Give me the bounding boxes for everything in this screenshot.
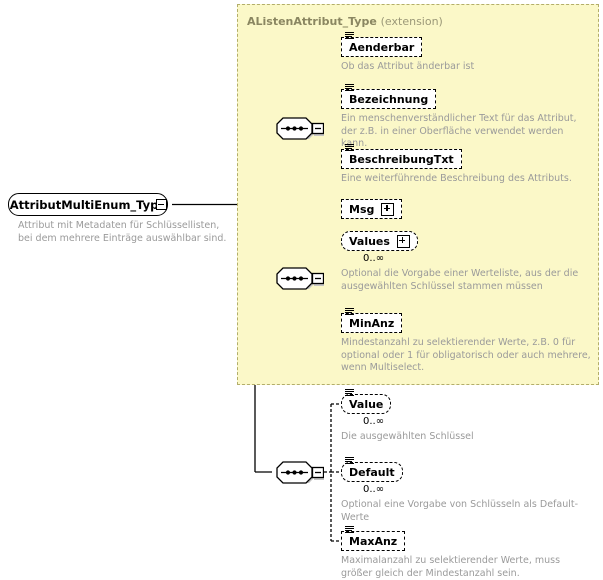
element-box-maxanz[interactable]: MaxAnz [341, 526, 409, 554]
minus-box-icon[interactable] [156, 199, 167, 210]
element-documentation-minanz: Mindestanzahl zu selektierender Werte, z… [341, 337, 591, 373]
element-label: Msg [349, 202, 375, 216]
attribute-lines-icon [345, 144, 354, 152]
sequence-icon-3[interactable] [272, 458, 324, 486]
element-box-msg[interactable]: Msg [341, 199, 406, 222]
plus-box-icon[interactable] [381, 202, 395, 216]
sequence-icon-1[interactable] [272, 114, 324, 142]
attribute-lines-icon [345, 389, 354, 397]
element-box-value[interactable]: Value [341, 389, 395, 417]
element-documentation-values: Optional die Vorgabe einer Werteliste, a… [341, 268, 579, 292]
element-box-bezeichnung[interactable]: Bezeichnung [341, 84, 440, 112]
sequence-icon-2[interactable] [272, 264, 324, 292]
element-documentation-bezeichnung: Ein menschenverständlicher Text für das … [341, 113, 577, 149]
element-label: Value [349, 397, 384, 411]
occurrence-values: 0..∞ [363, 253, 385, 264]
element-documentation-default: Optional eine Vorgabe von Schlüsseln als… [341, 499, 579, 523]
extension-kind: (extension) [380, 15, 443, 28]
element-box-aenderbar[interactable]: Aenderbar [341, 32, 426, 60]
attribute-lines-icon [345, 308, 354, 316]
element-label: Bezeichnung [349, 92, 429, 106]
attribute-lines-icon [345, 32, 354, 40]
element-documentation-beschreibungtxt: Eine weiterführende Beschreibung des Att… [341, 173, 572, 184]
occurrence-default: 0..∞ [363, 484, 385, 495]
element-label: Values [349, 234, 390, 248]
attribute-lines-icon [345, 526, 354, 534]
element-documentation-value: Die ausgewählten Schlüssel [341, 431, 474, 442]
root-type-documentation: Attribut mit Metadaten für Schlüssellist… [18, 220, 227, 244]
element-label: MaxAnz [349, 534, 398, 548]
attribute-lines-icon [345, 457, 354, 465]
element-label: BeschreibungTxt [349, 152, 454, 166]
attribute-lines-icon [345, 84, 354, 92]
element-label: Default [349, 465, 395, 479]
occurrence-value: 0..∞ [363, 416, 385, 427]
element-box-default[interactable]: Default [341, 457, 406, 485]
extension-container [237, 4, 599, 385]
root-type-box[interactable]: AttributMultiEnum_Type [8, 193, 172, 220]
element-label: MinAnz [349, 316, 395, 330]
element-documentation-maxanz: Maximalanzahl zu selektierender Werte, m… [341, 555, 561, 579]
element-documentation-aenderbar: Ob das Attribut änderbar ist [341, 61, 475, 72]
extension-base-name: AListenAttribut_Type [247, 15, 377, 28]
plus-box-icon[interactable] [396, 234, 410, 248]
element-box-minanz[interactable]: MinAnz [341, 308, 406, 336]
extension-title: AListenAttribut_Type (extension) [247, 15, 443, 28]
root-type-label: AttributMultiEnum_Type [9, 197, 167, 212]
element-box-values[interactable]: Values [341, 231, 421, 254]
element-label: Aenderbar [349, 40, 415, 54]
element-box-beschreibungtxt[interactable]: BeschreibungTxt [341, 144, 465, 172]
